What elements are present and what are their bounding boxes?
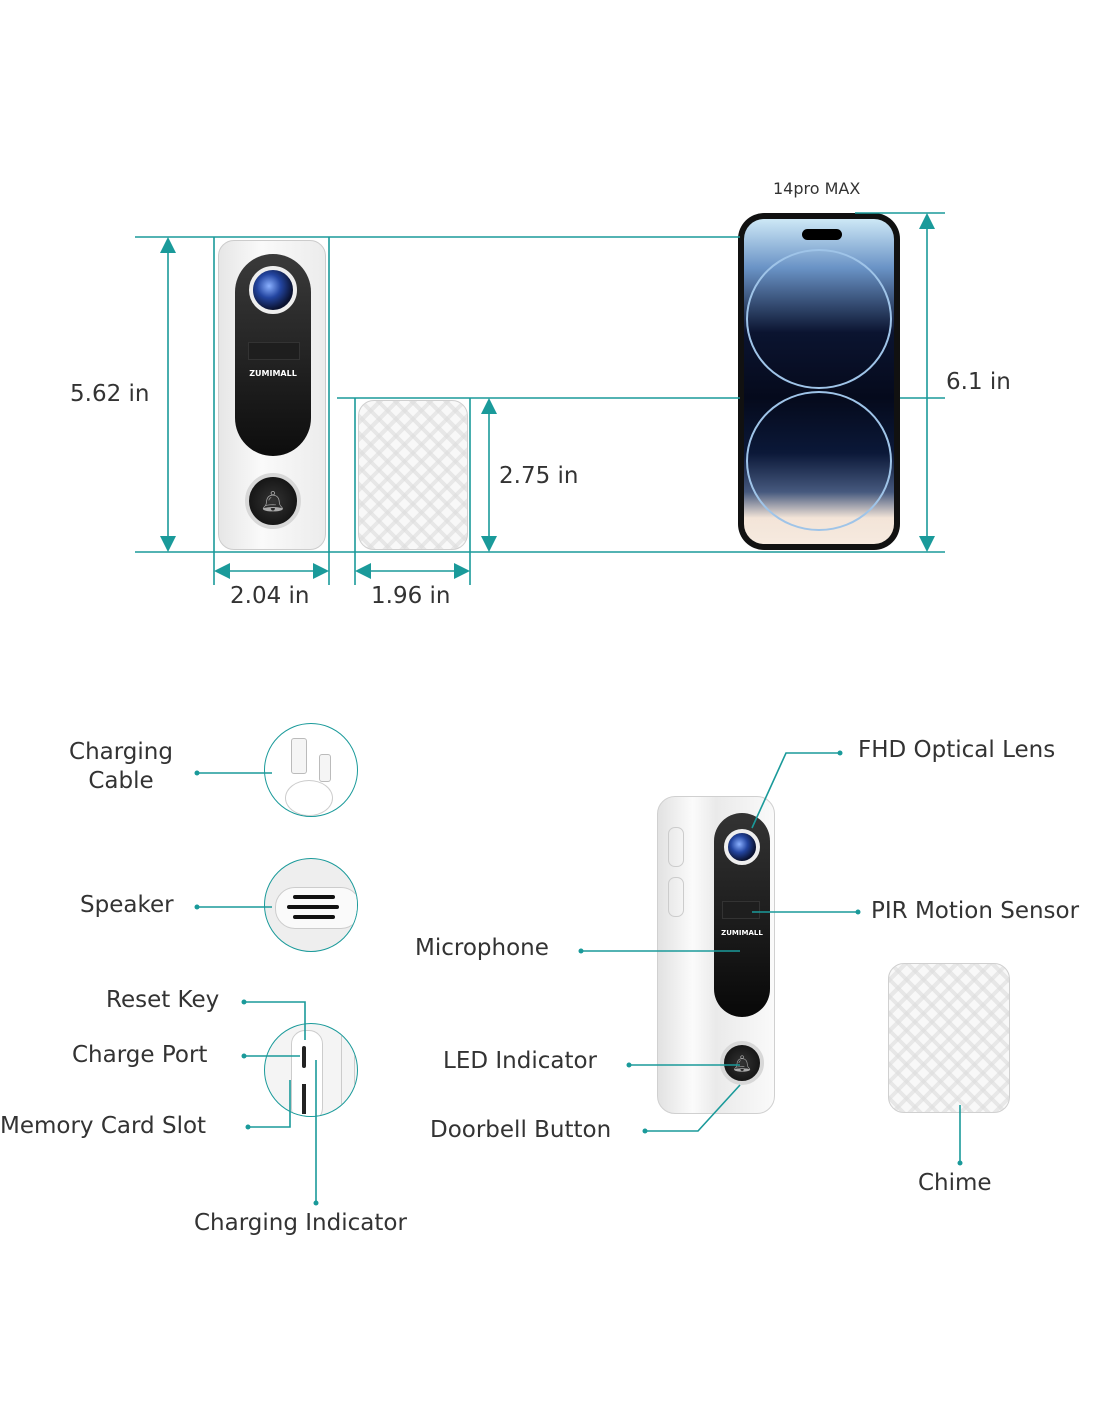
charging-indicator-label: Charging Indicator xyxy=(194,1210,407,1236)
doorbell-button-label: Doorbell Button xyxy=(430,1117,612,1143)
memory-card-slot-label: Memory Card Slot xyxy=(0,1113,207,1139)
speaker-icon xyxy=(264,858,358,952)
doorbell-width-label: 2.04 in xyxy=(230,583,310,609)
phone-image xyxy=(738,213,900,550)
bell-icon: 🔔︎ xyxy=(720,1041,764,1085)
doorbell-front-image: ZUMIMALL 🔔︎ xyxy=(218,240,326,550)
chime-image xyxy=(358,400,468,550)
microphone-label: Microphone xyxy=(415,935,549,961)
speaker-label: Speaker xyxy=(80,892,174,918)
chime-side-image xyxy=(888,963,1010,1113)
pir-sensor xyxy=(722,901,760,919)
side-reset-cover xyxy=(668,877,684,917)
doorbell-face-panel: ZUMIMALL xyxy=(235,254,311,456)
charge-port-label: Charge Port xyxy=(72,1042,208,1068)
chime-height-label: 2.75 in xyxy=(499,463,579,489)
bell-icon: 🔔︎ xyxy=(245,473,301,529)
side-ports-icon xyxy=(264,1023,358,1117)
wallpaper-arc xyxy=(746,391,892,531)
phone-height-label: 6.1 in xyxy=(946,369,1011,395)
pir-label: PIR Motion Sensor xyxy=(871,898,1080,924)
chime-label: Chime xyxy=(918,1170,992,1196)
doorbell-height-label: 5.62 in xyxy=(70,381,150,407)
camera-lens-icon xyxy=(724,829,760,865)
charging-cable-icon xyxy=(264,723,358,817)
phone-caption: 14pro MAX xyxy=(773,179,861,198)
charging-cable-label: Charging Cable xyxy=(62,738,180,796)
brand-logo: ZUMIMALL xyxy=(721,929,763,937)
doorbell-side-image: ZUMIMALL 🔔︎ xyxy=(657,796,775,1114)
lens-label: FHD Optical Lens xyxy=(858,737,1056,763)
brand-logo: ZUMIMALL xyxy=(249,369,297,378)
led-indicator-label: LED Indicator xyxy=(443,1048,598,1074)
charging-cable-label-line2: Cable xyxy=(88,767,154,794)
chime-width-label: 1.96 in xyxy=(371,583,451,609)
reset-key-label: Reset Key xyxy=(106,987,220,1013)
wallpaper-arc xyxy=(746,249,892,389)
side-port-cover xyxy=(668,827,684,867)
camera-lens-icon xyxy=(249,266,297,314)
charging-cable-label-line1: Charging xyxy=(69,739,173,765)
dynamic-island xyxy=(802,229,842,240)
pir-sensor xyxy=(248,342,300,360)
